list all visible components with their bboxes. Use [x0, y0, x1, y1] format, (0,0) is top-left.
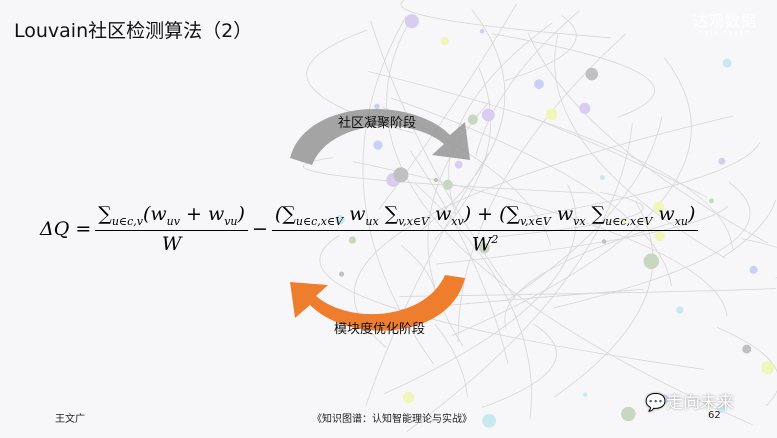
network-edge [399, 288, 776, 297]
network-node [440, 36, 449, 46]
formula-lhs: ΔQ = [40, 218, 92, 241]
footer-author: 王文广 [55, 414, 85, 425]
minus: − [251, 218, 268, 241]
network-edge [457, 33, 627, 343]
page-number: 62 [708, 410, 721, 421]
network-node [601, 239, 607, 244]
network-edge [506, 116, 663, 301]
company-logo: 达观数据 DATA GRAND [693, 10, 757, 37]
network-node [454, 160, 463, 169]
modularity-formula: ΔQ = ∑u∈c,v(wuv + wvu) W − (∑u∈c,x∈V wux… [40, 203, 702, 255]
network-node [479, 28, 485, 34]
network-edge [499, 192, 644, 237]
network-edge [386, 21, 753, 426]
network-node [742, 344, 752, 354]
network-node [373, 140, 383, 150]
network-node [433, 177, 439, 183]
network-node [442, 179, 453, 190]
network-edge [400, 0, 611, 39]
network-edge [370, 20, 516, 299]
network-node [621, 406, 636, 422]
network-edge [391, 97, 672, 287]
network-node [478, 242, 490, 254]
network-node [374, 103, 380, 110]
network-node [583, 392, 588, 397]
network-node [749, 265, 758, 274]
network-node [545, 108, 558, 121]
network-node [676, 306, 684, 314]
network-edge [554, 200, 654, 398]
network-node [335, 214, 345, 225]
network-edge [419, 9, 506, 232]
network-edge [741, 238, 777, 279]
network-node [534, 79, 544, 90]
network-node [717, 404, 726, 413]
orange-cycle-arrow [290, 275, 465, 331]
network-node [621, 218, 627, 225]
slide-title: Louvain社区检测算法（2） [14, 20, 253, 42]
network-edge [491, 33, 655, 118]
network-node [579, 102, 591, 114]
network-node [643, 253, 660, 269]
logo-en: DATA GRAND [698, 31, 752, 37]
network-edge [527, 115, 708, 198]
top-arrow-label: 社区凝聚阶段 [338, 116, 417, 131]
network-node [654, 231, 665, 242]
network-node [585, 67, 598, 81]
network-node [348, 236, 357, 244]
network-node [338, 271, 345, 277]
network-node [761, 361, 775, 375]
network-edge [448, 22, 553, 215]
term2: (∑u∈c,x∈V wux ∑v,x∈V wxv) + (∑v,x∈V wvx … [271, 203, 699, 255]
network-node [393, 167, 409, 183]
logo-cn: 达观数据 [693, 12, 758, 30]
network-edge [319, 234, 704, 370]
network-node [722, 58, 732, 68]
network-node [481, 108, 495, 122]
gray-cycle-arrow [290, 108, 470, 165]
network-edge [368, 71, 733, 249]
wechat-icon: 💬 [645, 393, 667, 413]
network-edge [504, 15, 577, 81]
network-edge [504, 219, 683, 329]
wechat-watermark: 💬走向未来 [645, 393, 735, 413]
network-node [404, 14, 419, 29]
network-edge [481, 323, 557, 408]
footer-book: 《知识图谱：认知智能理论与实战》 [312, 414, 472, 425]
network-edge [434, 67, 492, 240]
network-edge [414, 183, 532, 419]
network-edge [554, 34, 726, 259]
network-node [653, 201, 665, 213]
term1: ∑u∈c,v(wuv + wvu) W [95, 203, 248, 255]
network-edge [553, 181, 751, 309]
network-node [402, 391, 415, 404]
network-node [659, 394, 669, 404]
network-edge [365, 153, 489, 406]
network-edge [717, 326, 777, 407]
network-node [467, 114, 478, 125]
network-edge [527, 32, 768, 244]
network-edge [722, 199, 777, 258]
network-edge [383, 184, 577, 395]
network-edge [527, 142, 761, 218]
network-edge [409, 150, 509, 364]
network-node [718, 157, 726, 165]
network-node [482, 413, 497, 428]
network-edge [400, 245, 437, 295]
bottom-arrow-label: 模块度优化阶段 [334, 322, 426, 337]
network-edge [434, 323, 468, 398]
network-node [599, 175, 605, 181]
network-node [708, 198, 714, 204]
network-edge [475, 10, 580, 157]
